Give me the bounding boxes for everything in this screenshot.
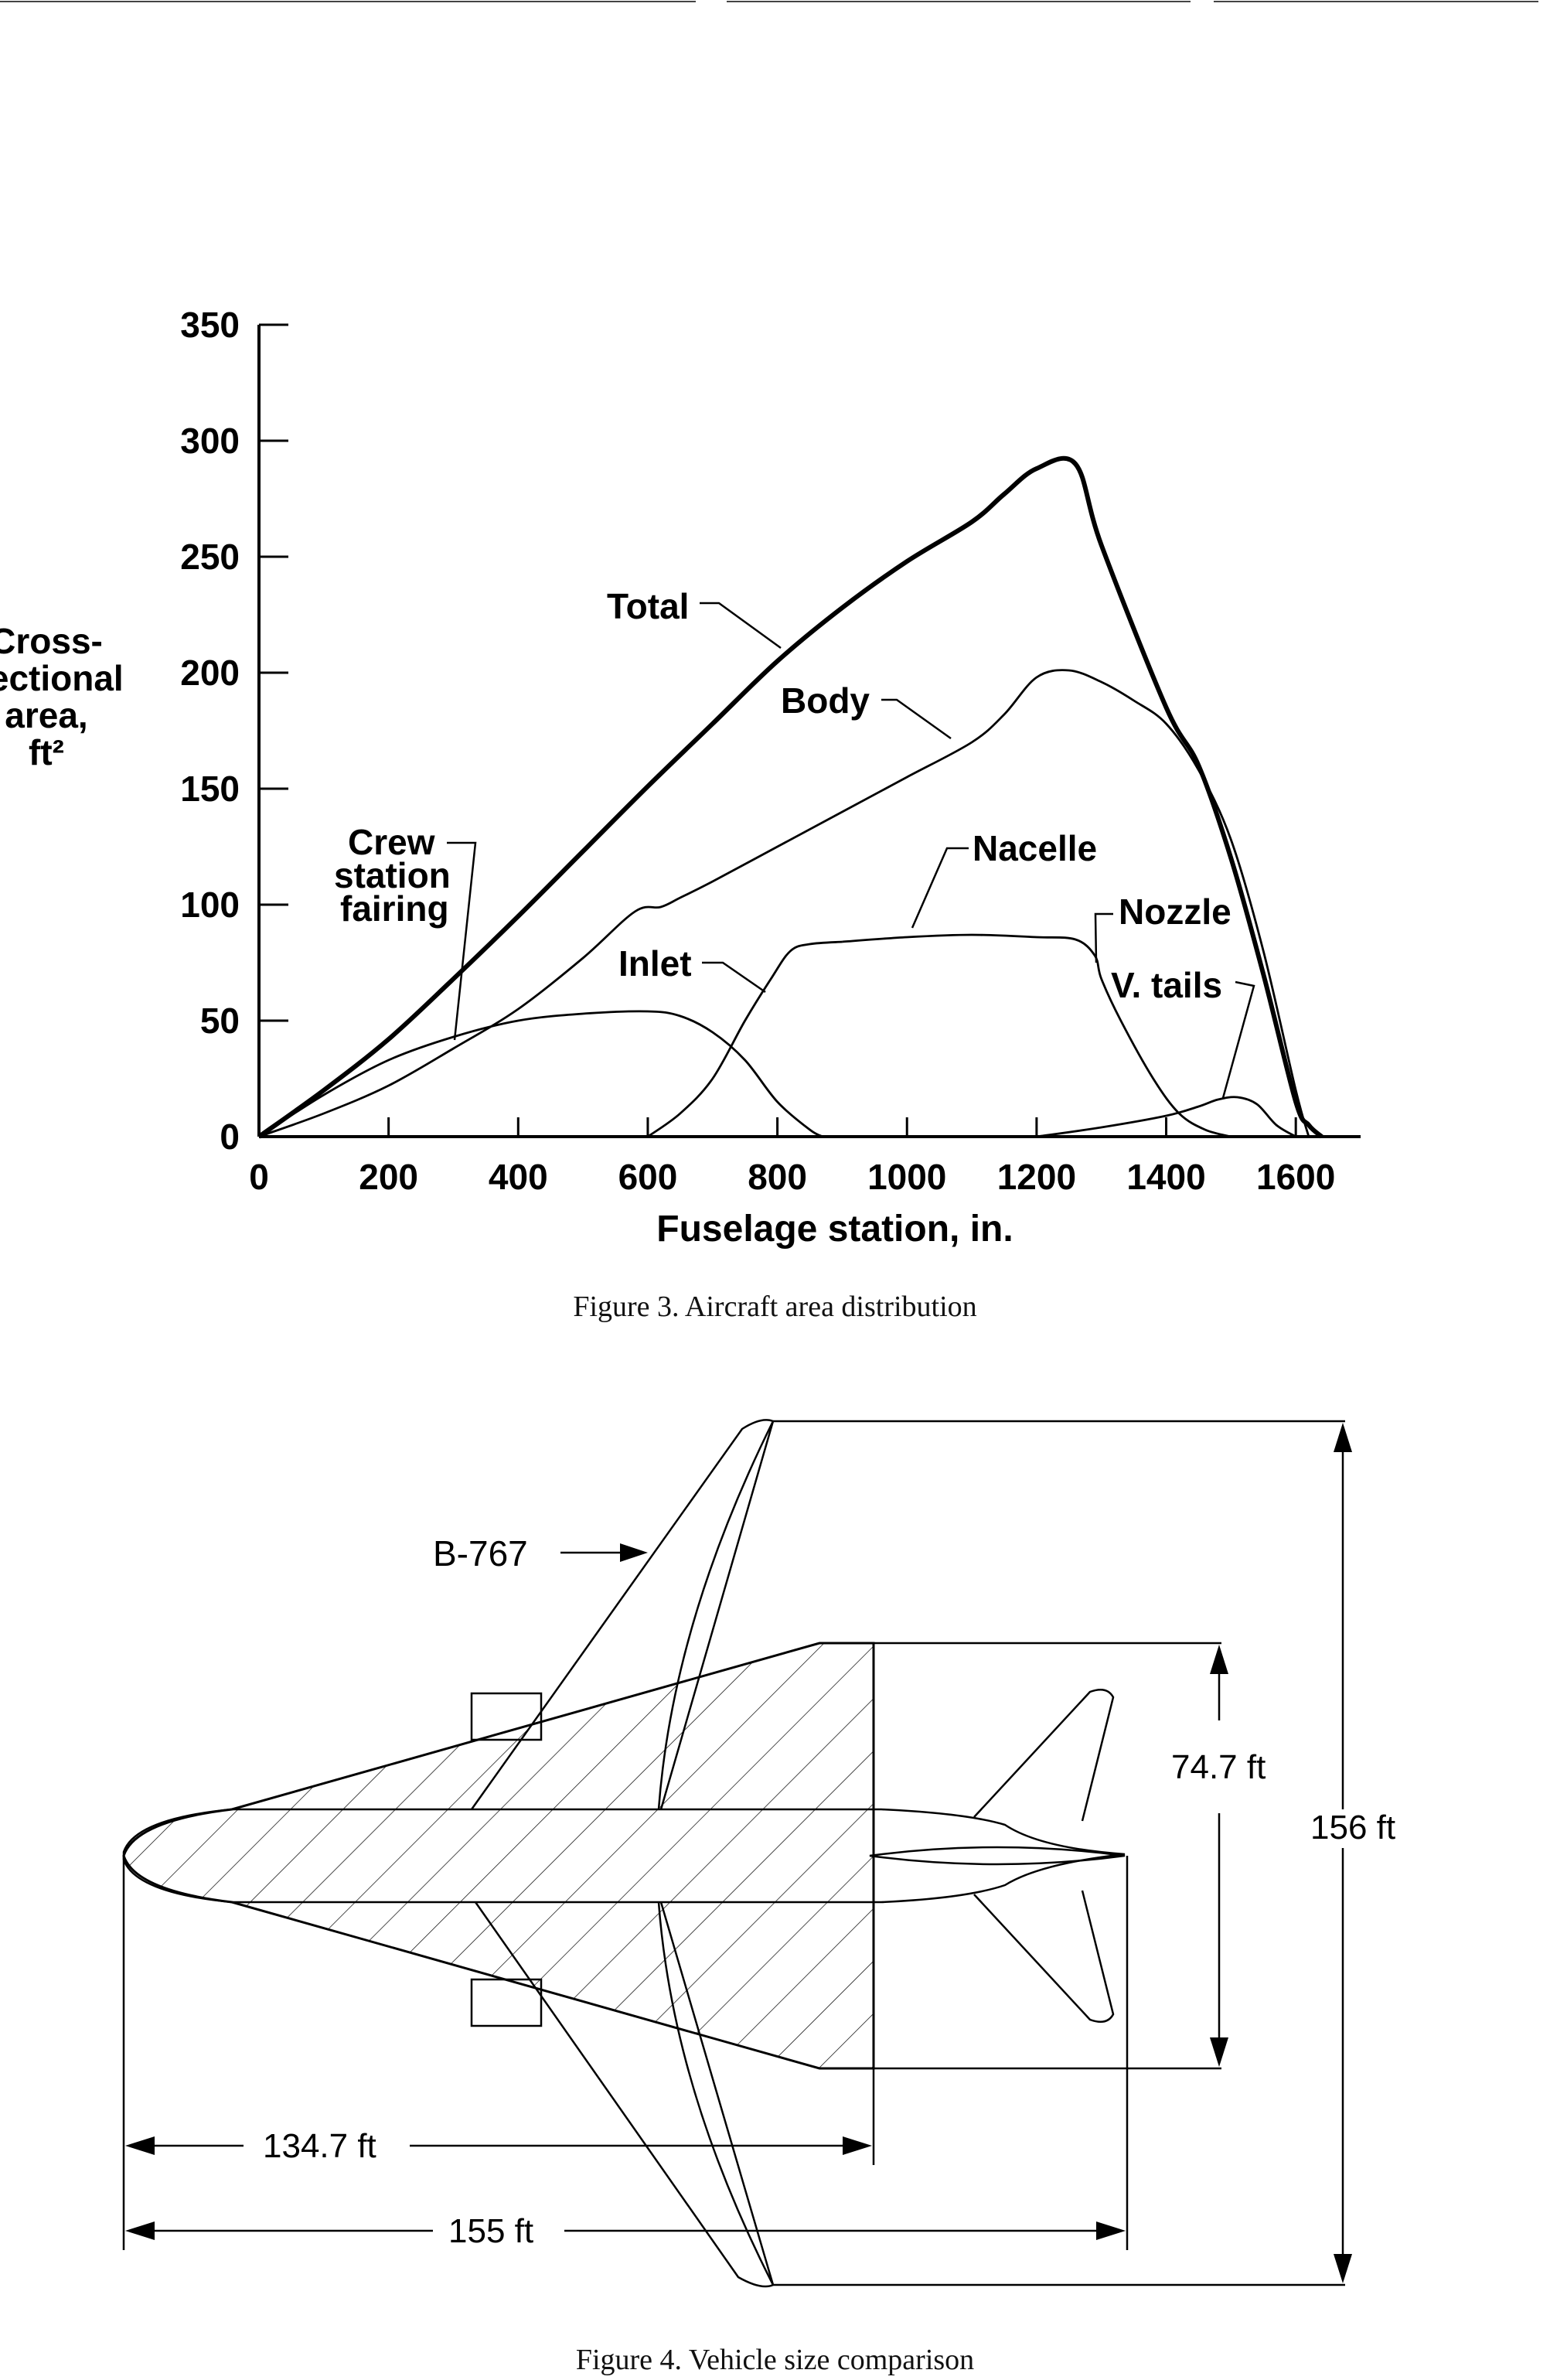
x-tick-label: 1200 [997,1157,1076,1197]
arrowhead-747-top [1210,1645,1228,1674]
arrowhead-1347-left [125,2136,155,2155]
arrowheads [125,1423,1352,2283]
series-line-v-tails [1036,1096,1296,1138]
annotation-inlet: Inlet [618,943,692,984]
label-b767: B-767 [433,1533,528,1574]
x-tick-label: 600 [618,1157,678,1197]
y-tick-group: 0 50 100 150 200 250 300 350 [180,305,288,1157]
y-tick-label: 350 [180,305,240,345]
leader-body [881,698,952,740]
arrowhead-b767-pointer [620,1543,648,1562]
series-line-inlet [647,940,843,1138]
x-tick-label: 1600 [1256,1157,1335,1197]
y-axis-title-line-1: Cross- [0,621,103,661]
leader-nacelle [911,847,969,929]
arrowhead-156-top [1334,1423,1352,1452]
y-tick-label: 200 [180,653,240,693]
y-tick-label: 300 [180,421,240,461]
figure-3-caption: Figure 3. Aircraft area distribution [573,1291,977,1323]
annotation-crew-line-1: Crew [348,822,435,862]
series-line-body [258,669,1310,1138]
label-vehicle-width: 74.7 ft [1171,1748,1266,1786]
arrowhead-1347-right [843,2136,872,2155]
area-distribution-chart: 0 50 100 150 200 250 300 350 0 200 400 600 800 1000 1… [0,305,1361,1250]
series-layer [257,455,1323,1139]
annotation-nozzle: Nozzle [1119,892,1231,932]
x-tick-label: 800 [748,1157,807,1197]
y-axis-title: Cross- sectional area, ft² [0,621,124,772]
b767-vertical-tail [869,1846,1126,1866]
annotations: Total Body Crew station fairing Inlet Na… [334,586,1255,1099]
x-tick-label: 1400 [1126,1157,1205,1197]
leader-nozzle [1094,912,1113,963]
b767-lower-htail [973,1890,1115,2024]
leader-total [700,602,782,650]
leader-crew [447,841,477,1041]
leader-vtails [1221,980,1255,1099]
y-tick-label: 50 [200,1001,240,1041]
annotation-total: Total [607,586,689,626]
leader-inlet [702,961,766,994]
arrowhead-155-left [125,2221,155,2240]
annotation-vtails: V. tails [1111,965,1222,1005]
arrowhead-155-right [1096,2221,1126,2240]
y-tick-label: 0 [220,1117,240,1157]
series-line-total [257,455,1323,1139]
series-line-crew-station-fairing [258,1010,823,1138]
page-top-rule [0,1,1550,2]
annotation-body: Body [781,680,870,721]
vehicle-planform [122,1642,875,2070]
x-tick-group: 0 200 400 600 800 1000 1200 1400 1600 [249,1117,1335,1197]
arrowhead-156-bottom [1334,2254,1352,2283]
dimension-lines [122,1420,1345,2286]
y-tick-label: 100 [180,885,240,925]
annotation-nacelle: Nacelle [973,828,1097,868]
label-reference-width: 156 ft [1310,1809,1395,1846]
b767-upper-htail [973,1688,1115,1822]
x-tick-label: 200 [359,1157,418,1197]
label-reference-length: 155 ft [448,2212,533,2250]
x-axis-title: Fuselage station, in. [656,1209,1013,1250]
vehicle-size-comparison-drawing: B-767 74.7 ft 156 ft 134.7 ft 155 ft [122,1419,1395,2288]
y-axis-title-line-4: ft² [29,732,64,772]
y-tick-label: 150 [180,769,240,809]
y-axis-title-line-2: sectional [0,658,124,698]
annotation-crew-line-3: fairing [340,888,449,929]
label-vehicle-length: 134.7 ft [263,2127,376,2165]
dimension-labels: B-767 74.7 ft 156 ft 134.7 ft 155 ft [263,1533,1395,2250]
y-tick-label: 250 [180,537,240,577]
x-tick-label: 400 [489,1157,548,1197]
y-axis-title-line-3: area, [5,695,87,735]
chart-axes: 0 50 100 150 200 250 300 350 0 200 400 600 800 1000 1… [180,305,1361,1197]
x-tick-label: 1000 [867,1157,946,1197]
annotation-crew-line-2: station [334,855,451,895]
arrowhead-747-bottom [1210,2037,1228,2067]
x-tick-label: 0 [249,1157,269,1197]
figure-4-caption: Figure 4. Vehicle size comparison [575,2344,975,2376]
